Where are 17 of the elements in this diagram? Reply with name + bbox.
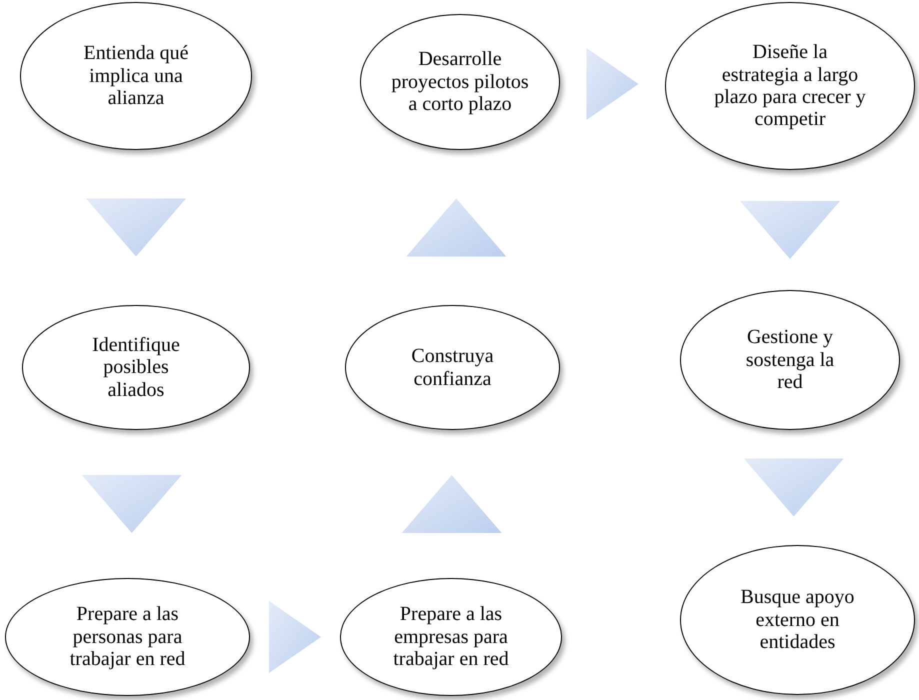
chevron-arrow <box>406 198 506 256</box>
step-text: Busque apoyo externo en entidades <box>740 586 856 654</box>
chevron-arrow <box>269 601 321 673</box>
step-text: Identifique posibles aliados <box>91 334 181 402</box>
step-text: Desarrolle proyectos pilotos a corto plazo <box>390 48 530 116</box>
chevron-arrow <box>82 475 182 533</box>
step-text: Construya confianza <box>410 345 495 390</box>
step-text: Prepare a las empresas para trabajar en red <box>392 603 510 671</box>
step-text: Diseñe la estrategia a largo plazo para crecer y competir <box>713 41 867 131</box>
step-text: Gestione y sostenga la red <box>744 326 836 394</box>
step-text: Prepare a las personas para trabajar en red <box>68 603 186 671</box>
chevron-arrow <box>586 48 638 120</box>
chevron-arrow <box>744 458 844 516</box>
chevron-arrow <box>402 475 502 533</box>
step-text: Entienda qué implica una alianza <box>82 42 190 110</box>
chevron-arrow <box>740 201 840 259</box>
chevron-arrow <box>86 198 186 256</box>
